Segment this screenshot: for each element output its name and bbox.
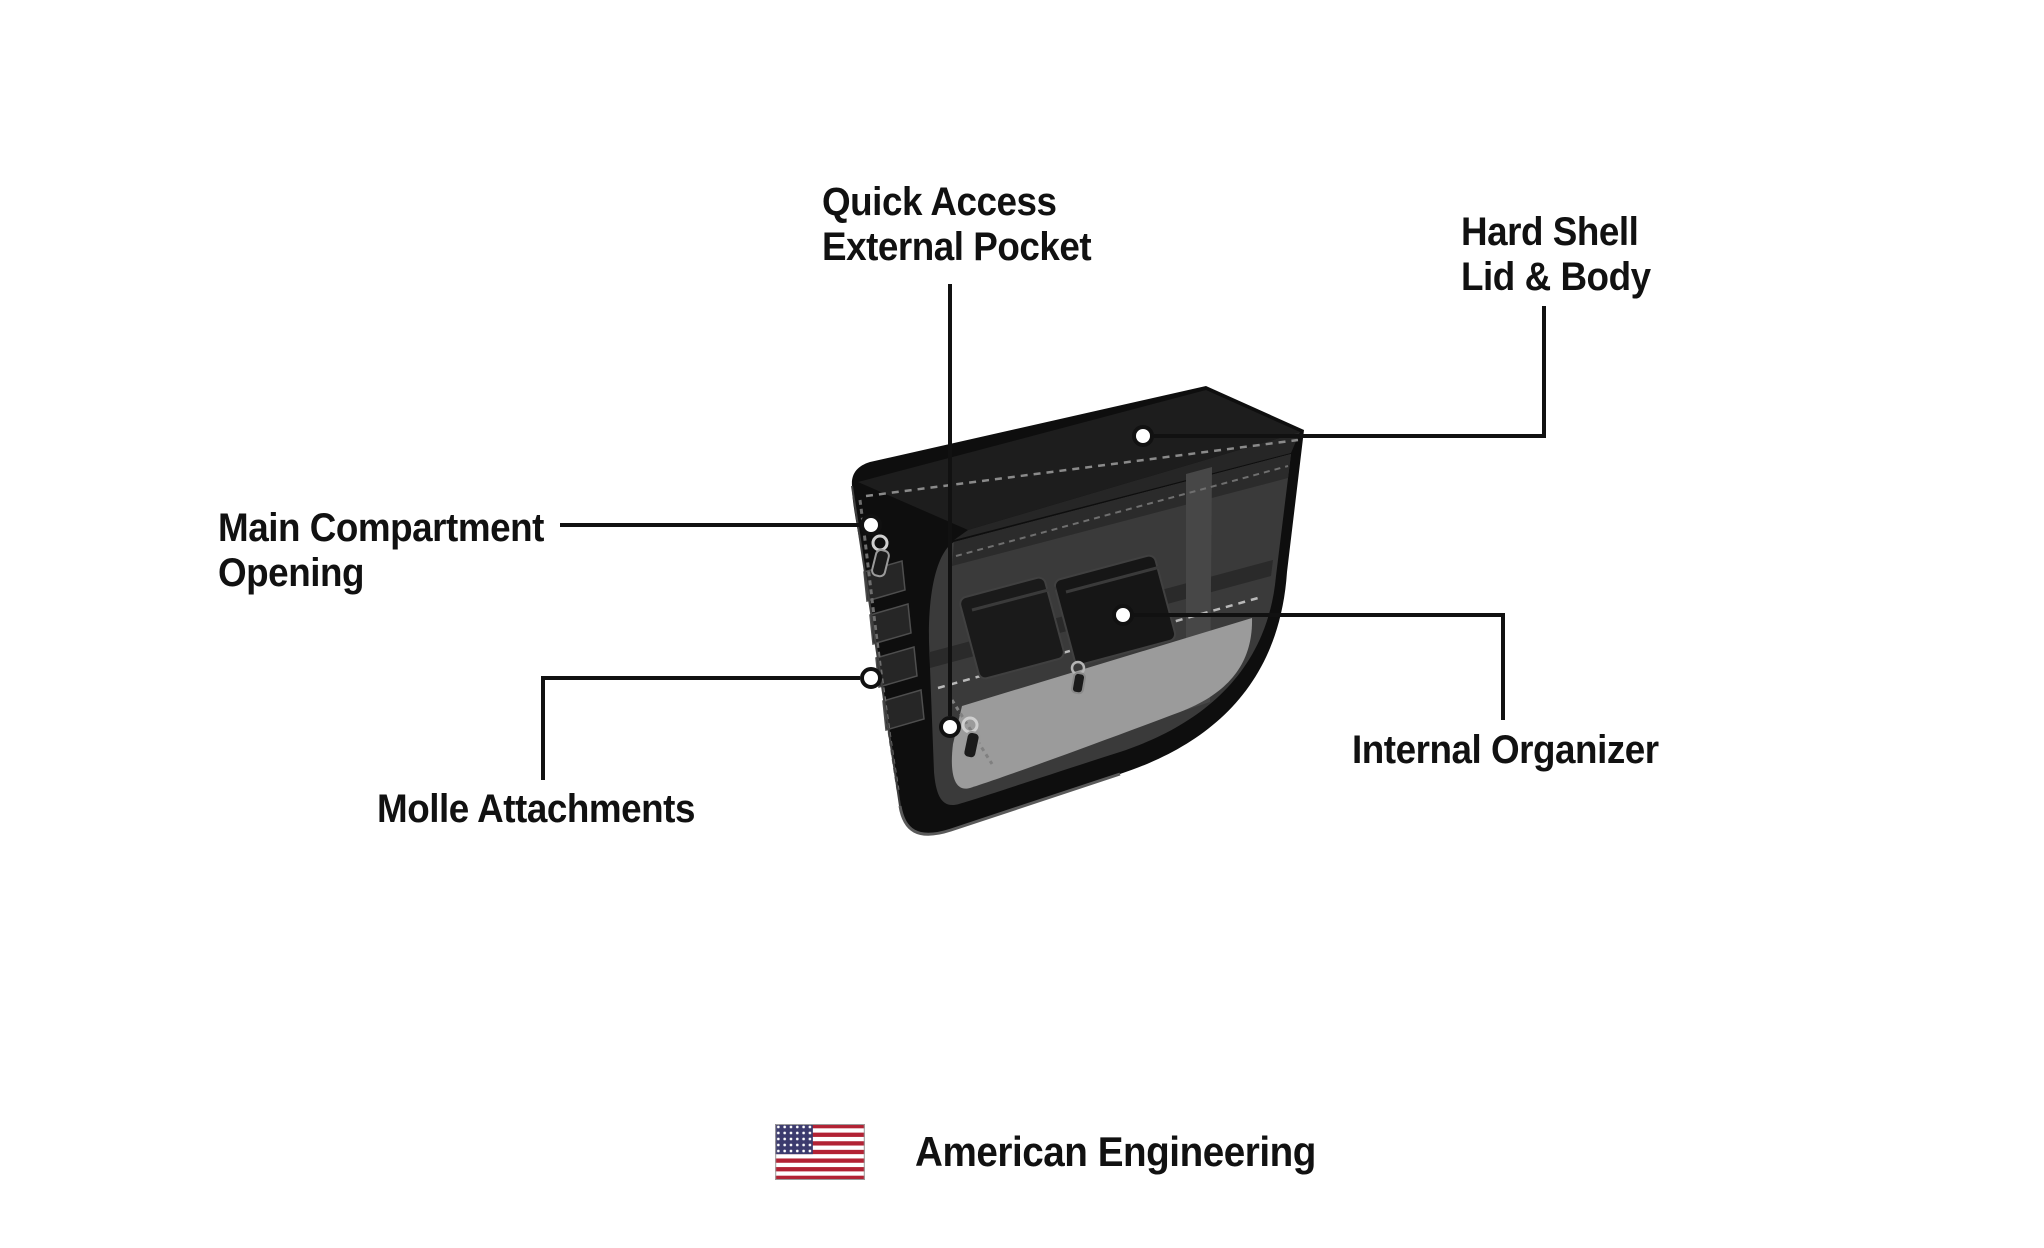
callout-label-quick-access: Quick Access External Pocket (822, 180, 1092, 269)
bag-lid-rim (954, 432, 1300, 540)
callout-label-molle: Molle Attachments (377, 787, 695, 831)
callout-dot-internal-organizer (1112, 604, 1134, 626)
callout-dot-quick-access (939, 716, 961, 738)
interior-stitch-line-upper (955, 465, 1289, 557)
bag-body (851, 386, 1304, 836)
external-pocket-zipper (950, 699, 994, 765)
bag-interior-floor (951, 618, 1253, 789)
bag-lid-top (858, 390, 1300, 530)
internal-organizer-pouches (959, 554, 1177, 695)
left-edge-piping (851, 485, 901, 807)
callout-dot-molle (860, 667, 882, 689)
callout-dot-hard-shell (1132, 425, 1154, 447)
main-zipper (858, 499, 900, 791)
callout-label-hard-shell: Hard Shell Lid & Body (1461, 210, 1651, 299)
callout-line-hard-shell (1154, 306, 1546, 438)
callout-label-internal-organizer: Internal Organizer (1352, 728, 1659, 772)
callout-line-internal-organizer (1134, 613, 1505, 720)
callout-dot-main-compartment (860, 514, 882, 536)
callout-line-molle (541, 676, 860, 780)
footer: American Engineering (775, 1124, 1351, 1180)
callout-lines (541, 284, 1546, 780)
footer-text: American Engineering (915, 1128, 1316, 1175)
molle-straps (863, 560, 925, 731)
us-flag-icon (775, 1124, 865, 1180)
callout-label-main-compartment: Main Compartment Opening (218, 506, 544, 595)
bottom-piping (898, 772, 1121, 836)
callout-dots (860, 425, 1154, 738)
